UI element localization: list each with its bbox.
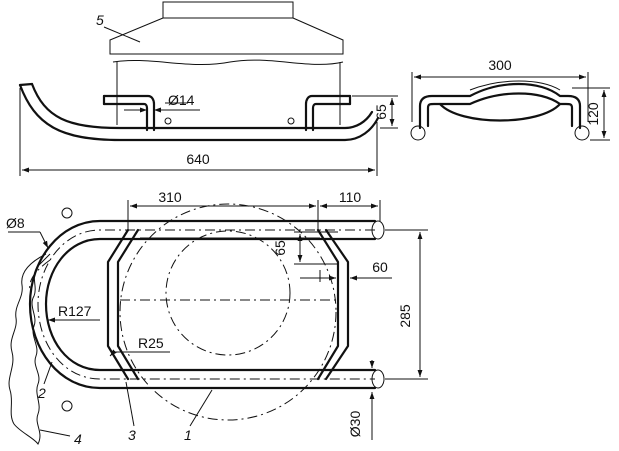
label-120: 120	[585, 102, 601, 126]
runner-side	[18, 82, 380, 142]
label-d30: Ø30	[347, 411, 363, 438]
dimension-65-plan: 65	[272, 231, 338, 265]
runner-plan	[28, 219, 385, 390]
leader-4: 4	[39, 429, 82, 447]
dimension-d30: Ø30	[347, 360, 375, 440]
label-r127: R127	[58, 303, 92, 319]
position-1: 1	[184, 427, 192, 443]
plan-view: 310 110 65 60 285	[6, 189, 428, 447]
front-view: 300 120	[410, 57, 610, 141]
dimension-120: 120	[572, 87, 610, 141]
label-d8: Ø8	[6, 215, 25, 231]
label-65-plan: 65	[272, 240, 288, 256]
position-4: 4	[74, 431, 82, 447]
leader-2: 2	[37, 361, 53, 401]
dimension-310: 310	[127, 189, 319, 230]
frame-plan	[106, 228, 350, 381]
side-view: 640 65 Ø14 5	[18, 1, 398, 176]
position-3: 3	[128, 427, 136, 443]
brackets-side	[102, 94, 352, 132]
position-2: 2	[37, 385, 46, 401]
label-65-side: 65	[373, 104, 389, 120]
label-110: 110	[339, 189, 362, 205]
dimension-640: 640	[19, 88, 378, 176]
dimension-d8: Ø8	[6, 215, 49, 249]
label-285: 285	[397, 304, 413, 328]
leader-1: 1	[184, 389, 213, 443]
label-d14: Ø14	[168, 92, 195, 108]
dimension-r25: R25	[109, 335, 170, 357]
position-5: 5	[96, 12, 104, 28]
label-310: 310	[158, 189, 182, 205]
label-60: 60	[372, 259, 388, 275]
label-r25: R25	[138, 335, 164, 351]
rope	[8, 253, 51, 445]
label-300: 300	[488, 57, 512, 73]
dimension-110: 110	[320, 189, 381, 221]
leader-3: 3	[125, 381, 136, 443]
load-box	[109, 1, 344, 125]
dimension-d14: Ø14	[124, 92, 200, 113]
dimension-65-side: 65	[352, 95, 398, 129]
dimension-300: 300	[411, 57, 589, 122]
dimension-60: 60	[300, 259, 392, 282]
leader-5: 5	[96, 12, 141, 43]
wheel-circle-small	[165, 230, 291, 356]
label-640: 640	[186, 151, 210, 167]
dimension-285: 285	[385, 229, 428, 380]
dimension-r127: R127	[48, 303, 100, 323]
